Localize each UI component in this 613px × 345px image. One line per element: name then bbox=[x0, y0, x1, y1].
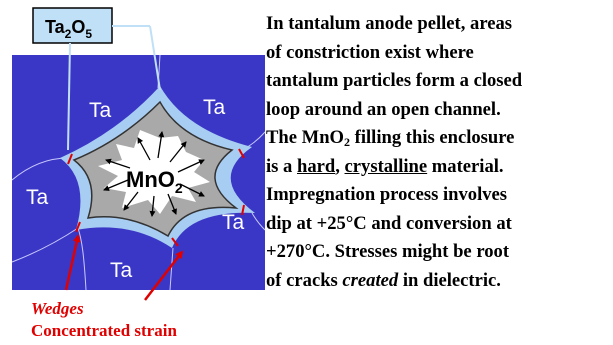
description-line: loop around an open channel. bbox=[266, 96, 610, 125]
description-line: Impregnation process involves bbox=[266, 181, 610, 210]
ta-label-right: Ta bbox=[222, 211, 245, 234]
description-segment: dip at +25°C and conversion at bbox=[266, 212, 512, 234]
description-segment: is a bbox=[266, 155, 297, 177]
mno2-label: MnO2 bbox=[126, 167, 183, 196]
description-segment: of cracks bbox=[266, 269, 343, 291]
description-text: In tantalum anode pellet, areas of constr… bbox=[266, 10, 610, 295]
description-segment: created bbox=[342, 269, 399, 291]
description-line: +270°C. Stresses might be root bbox=[266, 238, 610, 267]
description-segment: material. bbox=[427, 155, 504, 177]
description-segment: of constriction exist where bbox=[266, 41, 474, 63]
description-segment: loop around an open channel. bbox=[266, 98, 501, 120]
description-line: of cracks created in dielectric. bbox=[266, 267, 610, 296]
description-segment: hard bbox=[297, 155, 336, 177]
description-segment: , bbox=[335, 155, 345, 177]
wedge-markers bbox=[67, 148, 245, 247]
description-segment: crystalline bbox=[344, 155, 428, 177]
wedges-label: Wedges bbox=[31, 299, 84, 318]
ta-label-bottom: Ta bbox=[110, 259, 133, 282]
description-segment: Impregnation process involves bbox=[266, 184, 508, 205]
description-line: of constriction exist where bbox=[266, 39, 610, 68]
stress-arrows bbox=[103, 131, 205, 217]
oxide-leader-lines bbox=[67, 25, 161, 151]
oxide-callout-label: Ta2O5 bbox=[45, 17, 92, 41]
description-segment: filling this enclosure bbox=[350, 127, 515, 148]
crystal-region bbox=[98, 130, 210, 214]
wedges-arrow bbox=[64, 234, 81, 291]
description-line: tantalum particles form a closed bbox=[266, 67, 610, 96]
description-segment: tantalum particles form a closed bbox=[266, 70, 523, 91]
ta-label-left: Ta bbox=[26, 186, 49, 209]
description-line: dip at +25°C and conversion at bbox=[266, 210, 610, 239]
description-line: In tantalum anode pellet, areas bbox=[266, 10, 610, 39]
description-segment: In tantalum anode pellet, areas bbox=[266, 13, 513, 34]
description-segment: +270°C. Stresses might be root bbox=[266, 241, 510, 262]
description-line: The MnO2 filling this enclosure bbox=[266, 124, 610, 153]
ta-label-top-left: Ta bbox=[89, 99, 112, 122]
strain-arrow bbox=[144, 250, 184, 301]
description-segment: in dielectric. bbox=[398, 269, 501, 291]
concentrated-strain-label: Concentrated strain bbox=[31, 321, 177, 340]
description-line: is a hard, crystalline material. bbox=[266, 153, 610, 182]
ta-label-top-right: Ta bbox=[203, 96, 226, 119]
description-segment: The MnO bbox=[266, 127, 344, 148]
description-segment: 2 bbox=[344, 135, 350, 149]
